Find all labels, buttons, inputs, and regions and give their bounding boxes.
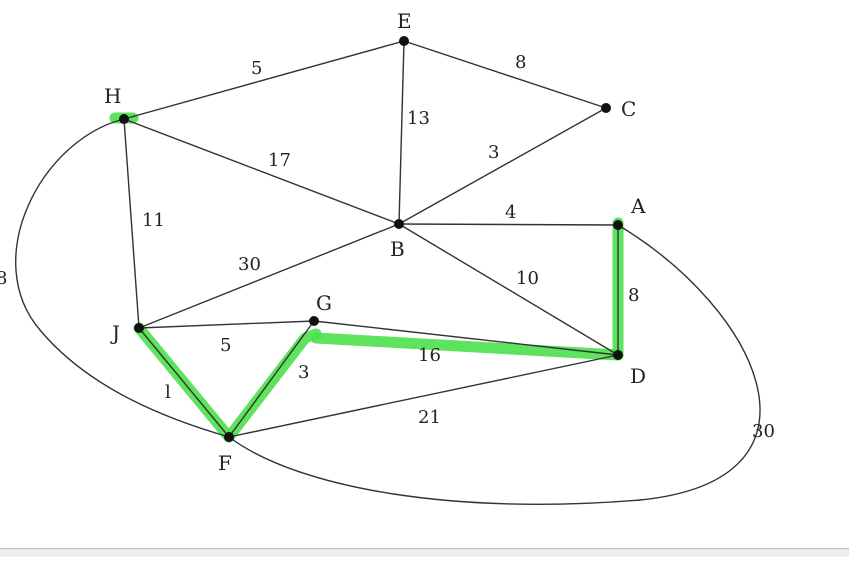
node-label-g: G <box>316 291 332 315</box>
edge-h-e <box>123 40 405 120</box>
weight-b-a: 4 <box>505 202 516 223</box>
node-label-f: F <box>218 451 232 475</box>
weight-j-b: 30 <box>238 254 261 275</box>
weight-f-d: 21 <box>418 407 441 428</box>
node-label-a: A <box>630 194 646 218</box>
node-e <box>399 36 409 46</box>
node-a <box>613 220 623 230</box>
weight-a-d: 8 <box>628 285 639 306</box>
node-d <box>613 350 623 360</box>
node-f <box>224 432 234 442</box>
node-label-b: B <box>390 237 405 261</box>
bottom-bar <box>0 548 849 557</box>
edge-a-f <box>228 224 761 506</box>
node-label-e: E <box>397 9 412 33</box>
nodes-layer <box>119 36 623 442</box>
node-label-h: H <box>104 84 121 108</box>
weight-e-c: 8 <box>515 52 526 73</box>
node-labels: E C H A B G J D F <box>104 9 646 475</box>
node-j <box>134 323 144 333</box>
highlight-g-d <box>310 332 624 361</box>
weight-h-j: 11 <box>142 210 165 231</box>
node-label-d: D <box>630 364 646 388</box>
edge-f-d <box>228 354 619 438</box>
node-label-j: J <box>110 321 120 345</box>
weight-g-d: 16 <box>418 345 441 366</box>
weight-h-b: 17 <box>268 150 291 171</box>
weight-j-g: 5 <box>220 335 231 356</box>
node-b <box>394 219 404 229</box>
edge-j-b <box>138 223 400 329</box>
edge-b-c <box>398 107 607 225</box>
weight-e-b: 13 <box>407 108 430 129</box>
edge-e-b <box>398 40 405 225</box>
edge-h-j <box>123 118 140 329</box>
weight-g-f: 3 <box>298 362 309 383</box>
edge-e-c <box>403 40 607 109</box>
node-c <box>601 103 611 113</box>
weight-a-f: 30 <box>752 421 775 442</box>
weight-b-c: 3 <box>488 142 499 163</box>
edge-h-b <box>123 118 400 225</box>
edge-b-d <box>398 223 619 356</box>
weight-h-f: 8 <box>0 268 7 289</box>
edge-g-d <box>313 320 619 356</box>
weight-h-e: 5 <box>251 58 262 79</box>
edge-labels: 5 8 13 3 17 11 4 30 10 8 5 16 3 l 21 30 … <box>0 52 775 442</box>
weight-b-d: 10 <box>516 268 539 289</box>
edge-h-f <box>15 118 230 438</box>
edge-g-f <box>228 320 315 438</box>
node-label-c: C <box>621 97 636 121</box>
edge-b-a <box>398 223 619 226</box>
edge-j-f <box>138 327 230 438</box>
node-h <box>119 114 129 124</box>
edges-layer <box>15 40 761 506</box>
highlight-layer <box>109 112 624 443</box>
edge-j-g <box>138 320 315 329</box>
weight-j-f: l <box>165 382 171 403</box>
node-g <box>309 316 319 326</box>
